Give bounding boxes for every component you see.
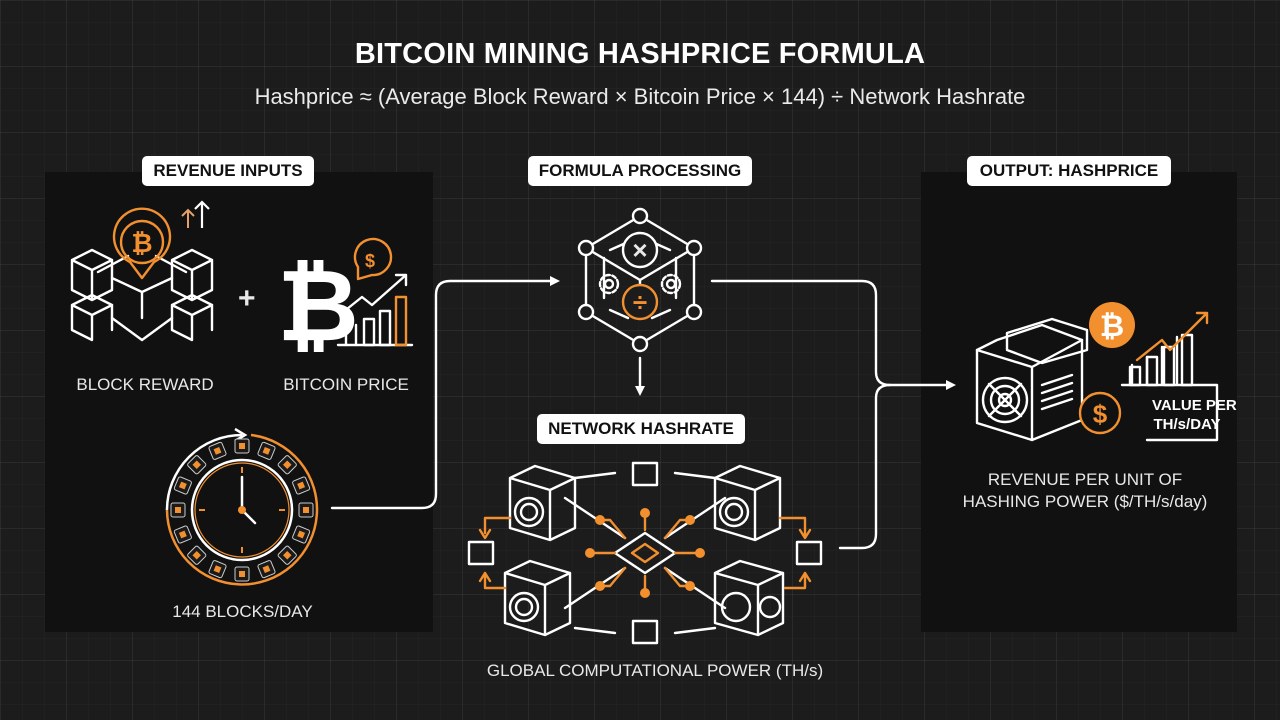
output-panel xyxy=(921,172,1237,632)
hexagon-formula-icon xyxy=(577,207,703,353)
output-hashprice-tag: OUTPUT: HASHPRICE xyxy=(967,156,1171,186)
formula-subtitle: Hashprice ≈ (Average Block Reward × Bitc… xyxy=(254,84,1026,109)
svg-text:₿: ₿ xyxy=(1100,310,1124,343)
blocks-per-day-label: 144 BLOCKS/DAY xyxy=(172,602,313,621)
blockchain-bitcoin-pin-icon: ₿ xyxy=(70,200,214,342)
plus-operator: + xyxy=(238,282,256,315)
global-computational-power-label: GLOBAL COMPUTATIONAL POWER (TH/s) xyxy=(486,661,824,680)
miner-network-icon xyxy=(467,461,823,645)
bitcoin-price-label: BITCOIN PRICE xyxy=(283,375,409,394)
output-label-line2: HASHING POWER ($/TH/s/day) xyxy=(962,492,1208,511)
svg-text:$: $ xyxy=(1093,399,1108,429)
block-reward-label: BLOCK REWARD xyxy=(76,375,214,394)
multiply-symbol: × xyxy=(632,235,648,265)
asic-miner-revenue-icon: ₿ $ xyxy=(975,302,1219,442)
network-hashrate-tag: NETWORK HASHRATE xyxy=(537,414,745,444)
value-per-badge-line1: VALUE PER xyxy=(1152,397,1237,414)
page-title: BITCOIN MINING HASHPRICE FORMULA xyxy=(354,38,926,70)
revenue-inputs-panel xyxy=(45,172,433,632)
clock-block-ring-icon xyxy=(165,427,319,586)
output-label-line1: REVENUE PER UNIT OF xyxy=(987,470,1183,489)
divide-symbol: ÷ xyxy=(632,287,648,317)
revenue-inputs-tag: REVENUE INPUTS xyxy=(142,156,314,186)
svg-text:$: $ xyxy=(365,251,375,271)
value-per-badge-line2: TH/s/DAY xyxy=(1153,416,1221,433)
formula-processing-tag: FORMULA PROCESSING xyxy=(528,156,752,186)
svg-text:₿: ₿ xyxy=(131,228,152,258)
bitcoin-price-chart-icon: ₿ $ xyxy=(277,237,414,362)
